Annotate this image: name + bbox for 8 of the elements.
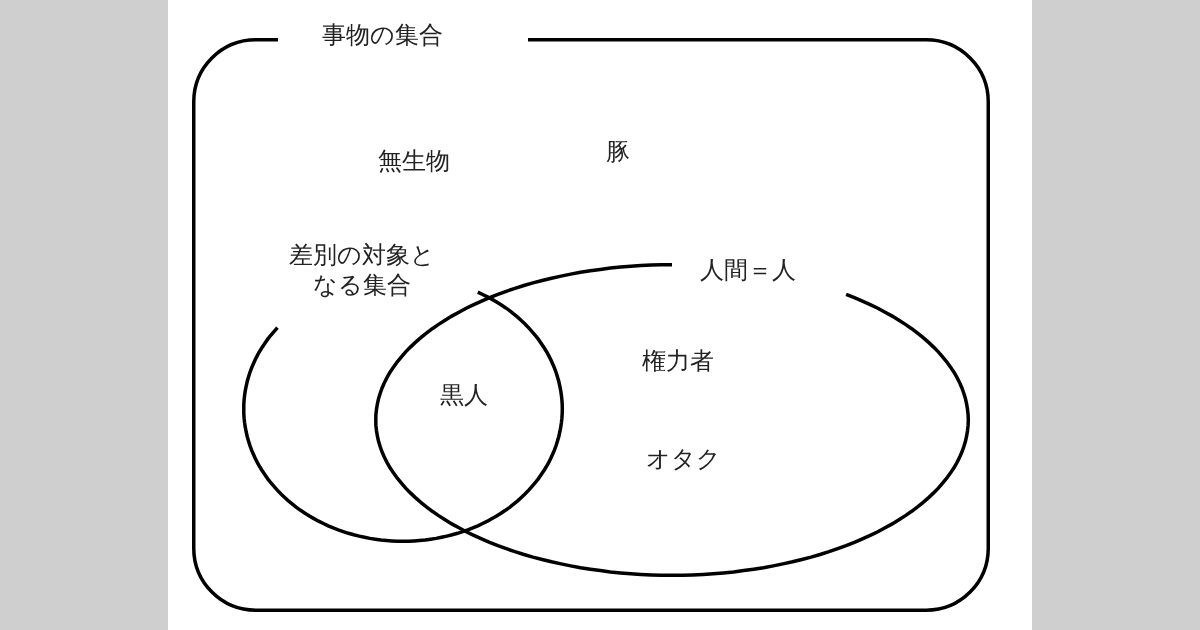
set-label: 差別の対象となる集合 [288, 240, 436, 300]
set-title: 事物の集合 [322, 20, 443, 50]
element-label: 豚 [606, 137, 630, 167]
set-label: 人間＝人 [700, 255, 796, 285]
element-label: 無生物 [378, 146, 450, 176]
element-label: 権力者 [642, 346, 714, 376]
element-label: 黒人 [440, 380, 488, 410]
element-label: オタク [646, 444, 721, 474]
